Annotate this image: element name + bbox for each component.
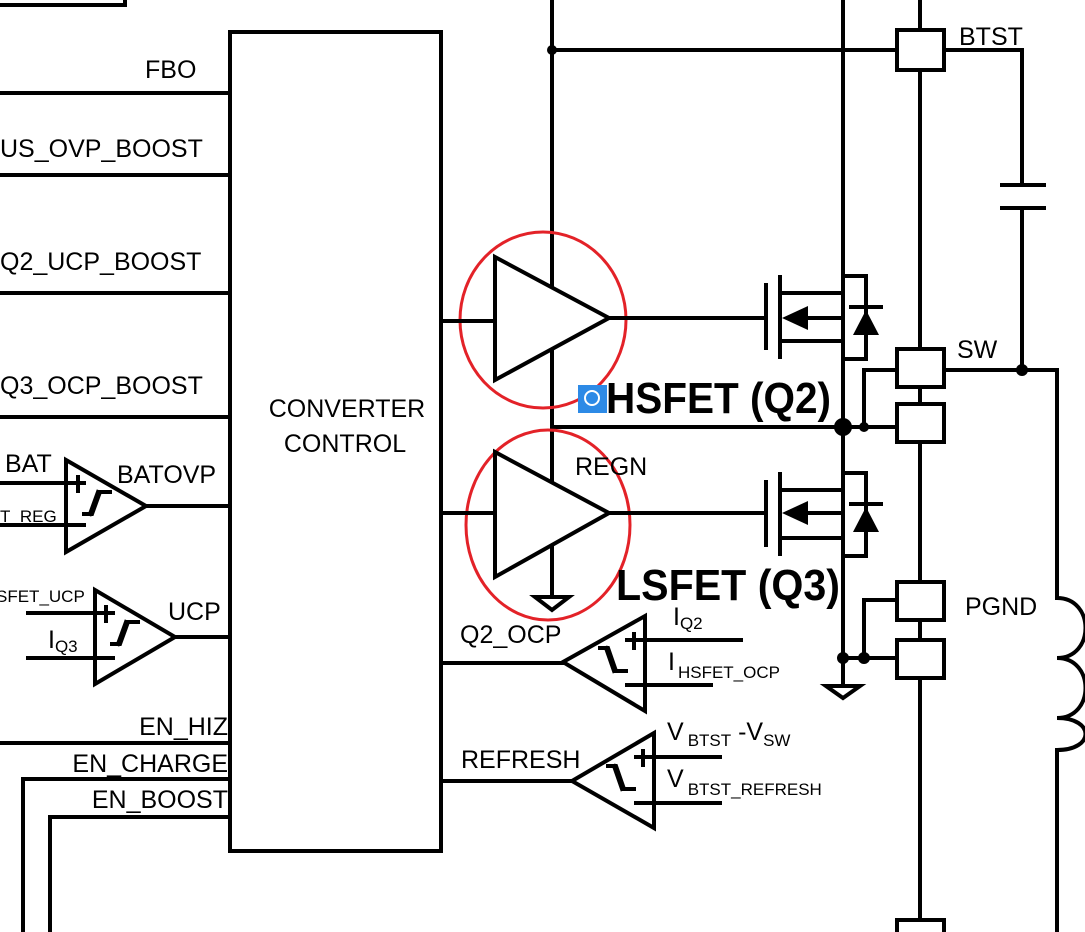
wire-en-boost [48,815,232,932]
wire-en-charge [21,777,232,932]
hs-gate-driver [493,253,614,384]
pin-pgnd-1 [895,580,946,622]
bootstrap-capacitor [942,48,1046,372]
label-iq2: IQ2 [673,603,703,633]
label-refresh: REFRESH [461,746,580,774]
highlight-circle-ls [464,428,632,622]
ground-icon [529,595,575,613]
label-en-boost: EN_BOOST [92,786,228,814]
batovp-comparator [64,456,151,556]
hysteresis-icon [598,645,628,674]
label-batovp: BATOVP [117,461,216,489]
magnifier-glyph [584,390,600,406]
hsfet-transistor [764,274,883,361]
label-lsfet: LSFET (Q3) [616,561,840,610]
label-hsfet: HSFET (Q2) [606,374,831,423]
refresh-comparator [568,729,656,832]
label-q2-ocp: Q2_OCP [460,621,561,649]
label-bat-reg: T_REG [0,507,57,526]
label-en-hiz: EN_HIZ [139,713,228,741]
label-ucp: UCP [168,598,221,626]
label-q2-ucp: Q2_UCP_BOOST [0,248,201,276]
label-bat: BAT [5,450,52,478]
label-btst: BTST [959,23,1023,51]
wire-sw-sense [862,368,899,429]
plus-icon [70,475,86,493]
label-iq3: IQ3 [48,626,78,656]
ucp-comparator [93,586,179,688]
label-lsfet-ucp: SFET_UCP [0,587,85,606]
junction-dot [837,652,849,664]
inductor [942,368,1085,932]
converter-control-block [228,30,443,853]
q2-ocp-comparator [559,612,647,715]
label-sw: SW [957,336,998,364]
label-vbus-ovp: US_OVP_BOOST [0,135,203,163]
pin-btst [895,28,946,72]
pin-sw-1 [895,347,946,389]
lsfet-transistor [764,471,883,558]
translate-lookup-icon[interactable] [578,385,607,413]
label-pgnd: PGND [965,593,1037,621]
wire-top-left [0,0,127,7]
junction-dot [858,652,870,664]
ground-icon [819,684,867,701]
label-en-charge: EN_CHARGE [72,750,228,778]
hysteresis-icon [110,619,140,647]
hysteresis-icon [606,763,636,792]
pin-pgnd-2 [895,638,946,680]
pin-sw-2 [895,402,946,444]
block-label-1: CONVERTER [269,395,426,423]
label-regn: REGN [575,453,647,481]
block-label-2: CONTROL [284,430,406,458]
pin-bottom [895,918,946,932]
plus-icon [98,605,114,623]
wire-pgnd-sense [862,598,899,660]
label-fbo: FBO [145,56,196,84]
label-q3-ocp: Q3_OCP_BOOST [0,372,203,400]
junction-dot [834,418,852,436]
hysteresis-icon [82,489,112,517]
